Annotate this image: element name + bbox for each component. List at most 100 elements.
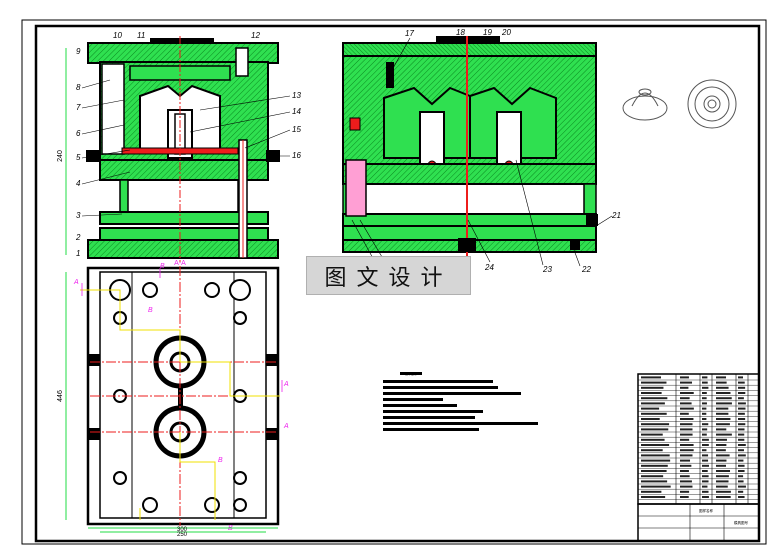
parts-list-cell xyxy=(702,439,709,441)
parts-list-cell xyxy=(716,470,730,472)
parts-list-cell xyxy=(641,397,667,399)
parts-list-cell xyxy=(702,475,709,477)
parts-list-cell xyxy=(738,408,745,410)
parts-list-cell xyxy=(716,428,726,430)
parts-list-cell xyxy=(738,434,744,436)
parts-list-cell xyxy=(716,413,728,415)
parts-list-cell xyxy=(716,491,731,493)
parts-list-cell xyxy=(716,423,730,425)
svg-text:11: 11 xyxy=(137,31,145,40)
parts-list-cell xyxy=(641,376,661,378)
parts-list-cell xyxy=(641,434,663,436)
svg-text:6: 6 xyxy=(76,129,81,138)
parts-list-cell xyxy=(641,428,668,430)
parts-list-cell xyxy=(702,449,706,451)
parts-list-cell xyxy=(680,449,694,451)
parts-list-cell xyxy=(738,397,744,399)
parts-list-cell xyxy=(680,434,693,436)
parts-list-cell xyxy=(680,423,693,425)
notes-heading: 技术要求 xyxy=(405,371,417,376)
parts-list-cell xyxy=(641,475,663,477)
parts-list-cell xyxy=(738,387,745,389)
parts-list-cell xyxy=(716,460,726,462)
parts-list-cell xyxy=(641,382,666,384)
parts-list-cell xyxy=(641,491,661,493)
parts-list-cell xyxy=(680,465,691,467)
svg-text:23: 23 xyxy=(542,265,552,274)
svg-text:14: 14 xyxy=(292,107,301,116)
parts-list-cell xyxy=(716,454,730,456)
svg-text:16: 16 xyxy=(292,151,301,160)
parts-list-cell xyxy=(680,496,689,498)
svg-text:B: B xyxy=(160,263,165,270)
parts-list-cell xyxy=(738,376,743,378)
parts-list-cell xyxy=(680,408,694,410)
watermark: 图文设计 xyxy=(306,256,471,295)
product-sketch xyxy=(623,80,736,128)
parts-list-cell xyxy=(641,444,669,446)
svg-text:7: 7 xyxy=(76,103,81,112)
svg-text:B: B xyxy=(218,457,223,464)
parts-list-cell xyxy=(680,439,689,441)
parts-list-cell xyxy=(641,439,665,441)
parts-list-cell xyxy=(680,387,688,389)
svg-text:A: A xyxy=(73,279,79,286)
parts-list-cell xyxy=(641,449,663,451)
parts-list-cell xyxy=(680,376,689,378)
parts-list-cell xyxy=(680,460,690,462)
svg-text:18: 18 xyxy=(456,28,465,37)
parts-list-cell xyxy=(716,418,730,420)
parts-list-cell xyxy=(680,392,694,394)
svg-text:21: 21 xyxy=(611,211,621,220)
parts-list-cell xyxy=(738,496,745,498)
svg-text:446: 446 xyxy=(57,390,64,402)
parts-list-cell xyxy=(702,423,708,425)
parts-list-cell xyxy=(702,454,708,456)
parts-list-cell xyxy=(680,454,692,456)
parts-list-cell xyxy=(702,413,706,415)
parts-list-cell xyxy=(716,449,726,451)
svg-text:A: A xyxy=(283,381,289,388)
svg-text:4: 4 xyxy=(76,179,81,188)
svg-text:10: 10 xyxy=(113,31,122,40)
parts-list-cell xyxy=(641,496,665,498)
parts-list-cell xyxy=(716,465,726,467)
parts-list-cell xyxy=(738,475,743,477)
parts-list-cell xyxy=(641,470,667,472)
parts-list-cell xyxy=(738,444,746,446)
svg-text:20: 20 xyxy=(501,28,511,37)
parts-list-cell xyxy=(738,418,745,420)
parts-list-cell xyxy=(702,387,708,389)
parts-list-cell xyxy=(716,382,727,384)
parts-list-cell xyxy=(680,491,689,493)
parts-list-cell xyxy=(702,491,709,493)
front-view-right xyxy=(343,36,598,262)
parts-list-cell xyxy=(702,418,706,420)
parts-list-cell xyxy=(738,470,745,472)
svg-text:2: 2 xyxy=(75,233,81,242)
parts-list-cell xyxy=(641,480,667,482)
parts-list-cell xyxy=(716,434,732,436)
parts-list-cell xyxy=(738,423,745,425)
parts-list-cell xyxy=(702,382,708,384)
section-label: A-A xyxy=(174,260,186,267)
parts-list-cell xyxy=(641,465,668,467)
parts-list-cell xyxy=(680,444,694,446)
technical-notes xyxy=(383,372,538,431)
parts-list-cell xyxy=(702,402,707,404)
parts-list-cell xyxy=(716,444,726,446)
parts-list-cell xyxy=(716,439,727,441)
parts-list-cell xyxy=(702,460,708,462)
parts-list-cell xyxy=(702,428,707,430)
parts-list-cell xyxy=(702,444,709,446)
parts-list-cell xyxy=(738,454,746,456)
parts-list-cell xyxy=(716,486,728,488)
parts-list-cell xyxy=(680,413,689,415)
svg-text:B: B xyxy=(148,307,153,314)
parts-list-cell xyxy=(680,418,693,420)
parts-list-cell xyxy=(641,454,670,456)
svg-text:250: 250 xyxy=(177,532,188,538)
parts-list-cell xyxy=(641,413,667,415)
parts-list-cell xyxy=(716,475,729,477)
parts-list-cell xyxy=(702,480,709,482)
